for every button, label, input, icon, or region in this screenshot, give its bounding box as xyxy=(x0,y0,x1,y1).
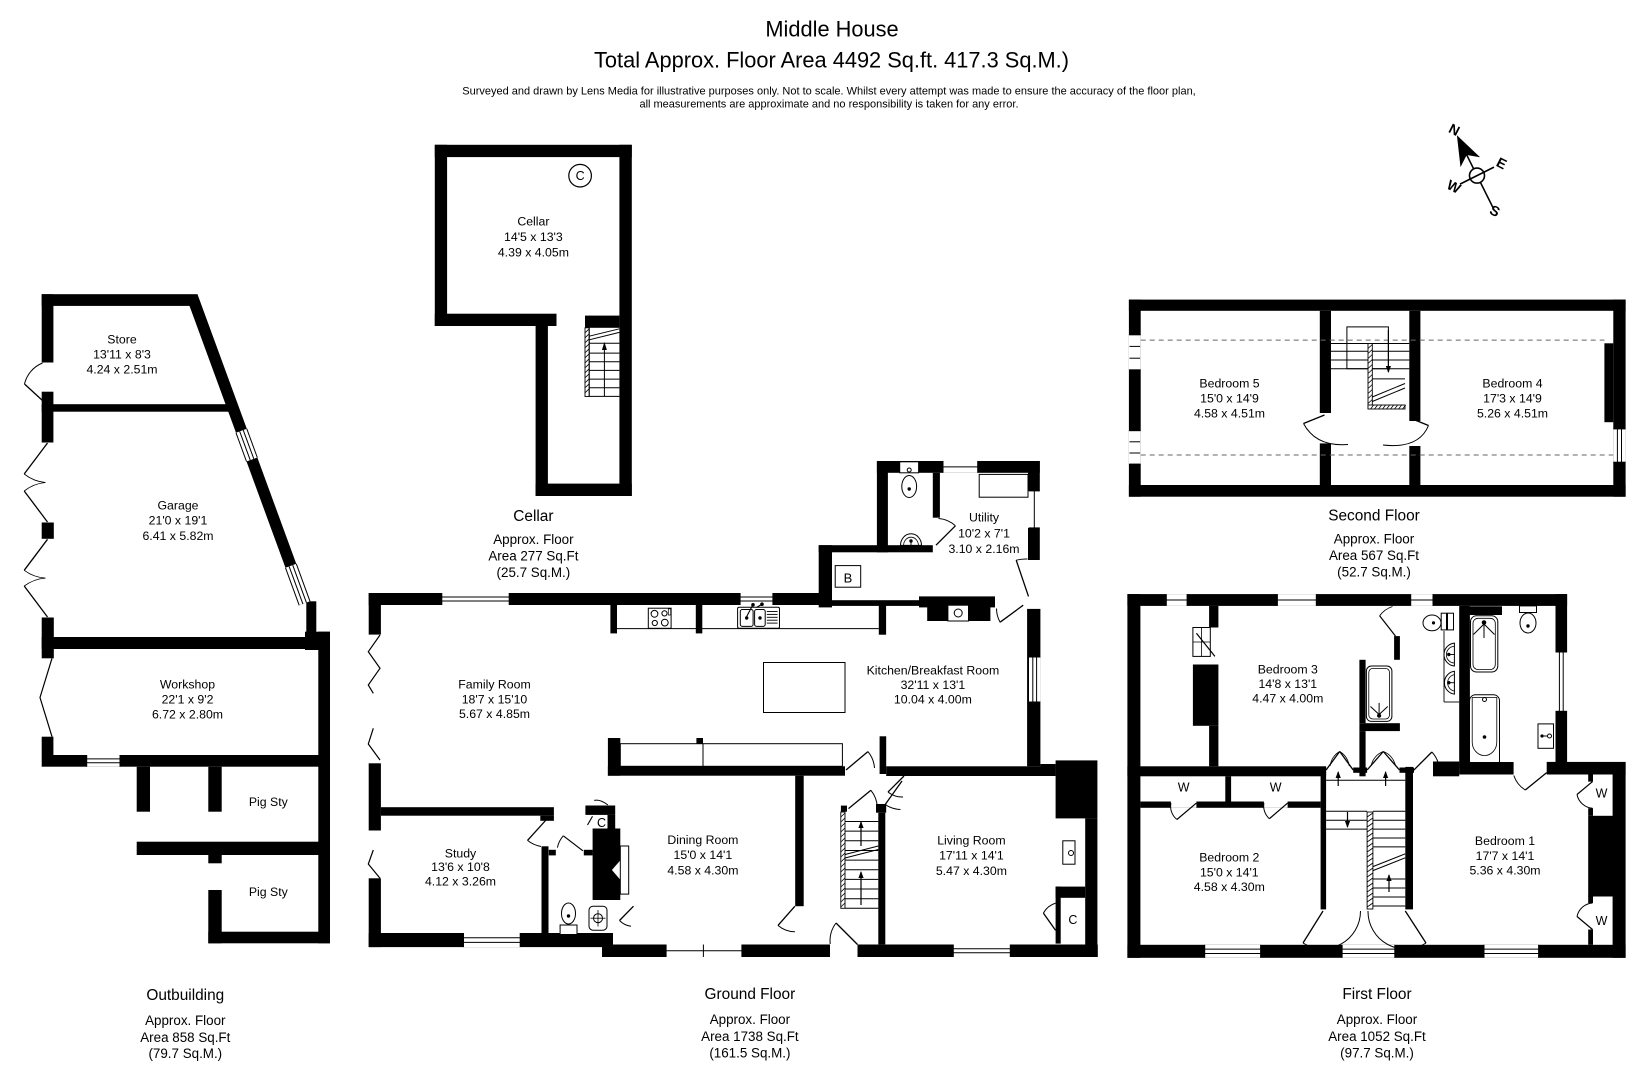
svg-text:14'5 x 13'3: 14'5 x 13'3 xyxy=(504,230,563,244)
svg-text:5.36 x 4.30m: 5.36 x 4.30m xyxy=(1469,864,1540,878)
svg-text:First Floor: First Floor xyxy=(1342,986,1411,1003)
svg-text:Pig Sty: Pig Sty xyxy=(249,795,289,809)
svg-text:Cellar: Cellar xyxy=(517,215,549,229)
svg-text:W: W xyxy=(1596,914,1608,928)
svg-text:C: C xyxy=(1068,913,1077,927)
svg-text:Garage: Garage xyxy=(157,499,198,513)
svg-text:14'8 x 13'1: 14'8 x 13'1 xyxy=(1258,677,1317,691)
svg-text:Middle House: Middle House xyxy=(765,17,898,42)
svg-text:10'2 x 7'1: 10'2 x 7'1 xyxy=(958,526,1010,540)
svg-text:all measurements are approxima: all measurements are approximate and no … xyxy=(639,99,1018,111)
svg-text:17'3 x 14'9: 17'3 x 14'9 xyxy=(1483,392,1542,406)
svg-text:Study: Study xyxy=(445,846,477,860)
svg-text:6.41 x 5.82m: 6.41 x 5.82m xyxy=(142,529,213,543)
svg-text:Store: Store xyxy=(107,332,137,346)
svg-text:4.58 x 4.30m: 4.58 x 4.30m xyxy=(1194,880,1265,894)
svg-text:18'7 x 15'10: 18'7 x 15'10 xyxy=(462,692,528,706)
svg-text:4.58 x 4.51m: 4.58 x 4.51m xyxy=(1194,407,1265,421)
svg-text:Area 858 Sq.Ft: Area 858 Sq.Ft xyxy=(140,1030,230,1045)
svg-text:5.47 x 4.30m: 5.47 x 4.30m xyxy=(936,864,1007,878)
svg-text:(52.7 Sq.M.): (52.7 Sq.M.) xyxy=(1337,565,1411,580)
svg-text:Bedroom 5: Bedroom 5 xyxy=(1199,377,1259,391)
svg-text:17'11 x 14'1: 17'11 x 14'1 xyxy=(939,849,1004,863)
svg-text:Surveyed and drawn by Lens Med: Surveyed and drawn by Lens Media for ill… xyxy=(462,86,1196,98)
svg-text:Bedroom 4: Bedroom 4 xyxy=(1482,377,1542,391)
svg-text:32'11 x 13'1: 32'11 x 13'1 xyxy=(901,678,966,692)
svg-text:13'6 x 10'8: 13'6 x 10'8 xyxy=(431,860,490,874)
svg-text:Ground Floor: Ground Floor xyxy=(705,986,796,1003)
svg-text:W: W xyxy=(1596,787,1608,801)
svg-text:Utility: Utility xyxy=(969,511,1000,525)
svg-text:Approx. Floor: Approx. Floor xyxy=(710,1012,791,1027)
svg-text:Area 277 Sq.Ft: Area 277 Sq.Ft xyxy=(488,549,578,564)
svg-text:(79.7 Sq.M.): (79.7 Sq.M.) xyxy=(148,1046,222,1061)
svg-text:5.26 x 4.51m: 5.26 x 4.51m xyxy=(1477,407,1548,421)
svg-text:Approx. Floor: Approx. Floor xyxy=(145,1013,226,1028)
svg-text:15'0 x 14'1: 15'0 x 14'1 xyxy=(674,848,733,862)
svg-text:Approx. Floor: Approx. Floor xyxy=(1337,1012,1418,1027)
svg-text:Living Room: Living Room xyxy=(937,833,1005,847)
svg-text:4.12 x 3.26m: 4.12 x 3.26m xyxy=(425,875,496,889)
svg-text:15'0 x 14'9: 15'0 x 14'9 xyxy=(1200,392,1259,406)
svg-text:6.72 x 2.80m: 6.72 x 2.80m xyxy=(152,707,223,721)
svg-text:C: C xyxy=(576,169,585,183)
svg-text:(161.5 Sq.M.): (161.5 Sq.M.) xyxy=(709,1045,790,1060)
svg-text:3.10 x 2.16m: 3.10 x 2.16m xyxy=(948,542,1019,556)
svg-text:Outbuilding: Outbuilding xyxy=(146,987,224,1004)
svg-text:21'0 x 19'1: 21'0 x 19'1 xyxy=(149,514,208,528)
svg-text:Bedroom 2: Bedroom 2 xyxy=(1199,851,1259,865)
svg-text:Total Approx. Floor Area 4492: Total Approx. Floor Area 4492 Sq.ft. 417… xyxy=(594,48,1069,73)
svg-text:4.47 x 4.00m: 4.47 x 4.00m xyxy=(1252,692,1323,706)
svg-text:Area 1738 Sq.Ft: Area 1738 Sq.Ft xyxy=(701,1029,799,1044)
svg-text:Cellar: Cellar xyxy=(513,508,553,525)
svg-text:Family Room: Family Room xyxy=(458,678,530,692)
svg-text:4.39 x 4.05m: 4.39 x 4.05m xyxy=(498,245,569,259)
svg-text:Approx. Floor: Approx. Floor xyxy=(493,532,574,547)
svg-text:W: W xyxy=(1178,781,1190,795)
svg-text:Area 567 Sq.Ft: Area 567 Sq.Ft xyxy=(1329,548,1419,563)
svg-text:Bedroom 1: Bedroom 1 xyxy=(1475,834,1535,848)
svg-text:Bedroom 3: Bedroom 3 xyxy=(1258,663,1318,677)
svg-text:W: W xyxy=(1270,781,1282,795)
svg-text:Area 1052 Sq.Ft: Area 1052 Sq.Ft xyxy=(1328,1029,1426,1044)
svg-text:22'1 x 9'2: 22'1 x 9'2 xyxy=(162,692,214,706)
svg-text:Kitchen/Breakfast Room: Kitchen/Breakfast Room xyxy=(867,664,1000,678)
svg-text:5.67 x 4.85m: 5.67 x 4.85m xyxy=(459,707,530,721)
svg-text:17'7 x 14'1: 17'7 x 14'1 xyxy=(1476,849,1535,863)
svg-text:4.58 x 4.30m: 4.58 x 4.30m xyxy=(667,863,738,877)
svg-text:13'11 x 8'3: 13'11 x 8'3 xyxy=(93,347,151,361)
svg-text:Dining Room: Dining Room xyxy=(667,833,738,847)
svg-text:B: B xyxy=(844,571,853,586)
svg-text:10.04 x 4.00m: 10.04 x 4.00m xyxy=(894,693,972,707)
svg-text:Second Floor: Second Floor xyxy=(1328,508,1420,525)
svg-text:(97.7 Sq.M.): (97.7 Sq.M.) xyxy=(1340,1045,1414,1060)
svg-text:15'0 x 14'1: 15'0 x 14'1 xyxy=(1200,865,1259,879)
svg-text:(25.7 Sq.M.): (25.7 Sq.M.) xyxy=(497,565,571,580)
svg-text:C: C xyxy=(597,816,606,830)
svg-text:4.24 x 2.51m: 4.24 x 2.51m xyxy=(86,362,157,376)
svg-text:Workshop: Workshop xyxy=(160,677,215,691)
svg-text:Approx. Floor: Approx. Floor xyxy=(1334,532,1415,547)
svg-text:Pig Sty: Pig Sty xyxy=(249,885,289,899)
